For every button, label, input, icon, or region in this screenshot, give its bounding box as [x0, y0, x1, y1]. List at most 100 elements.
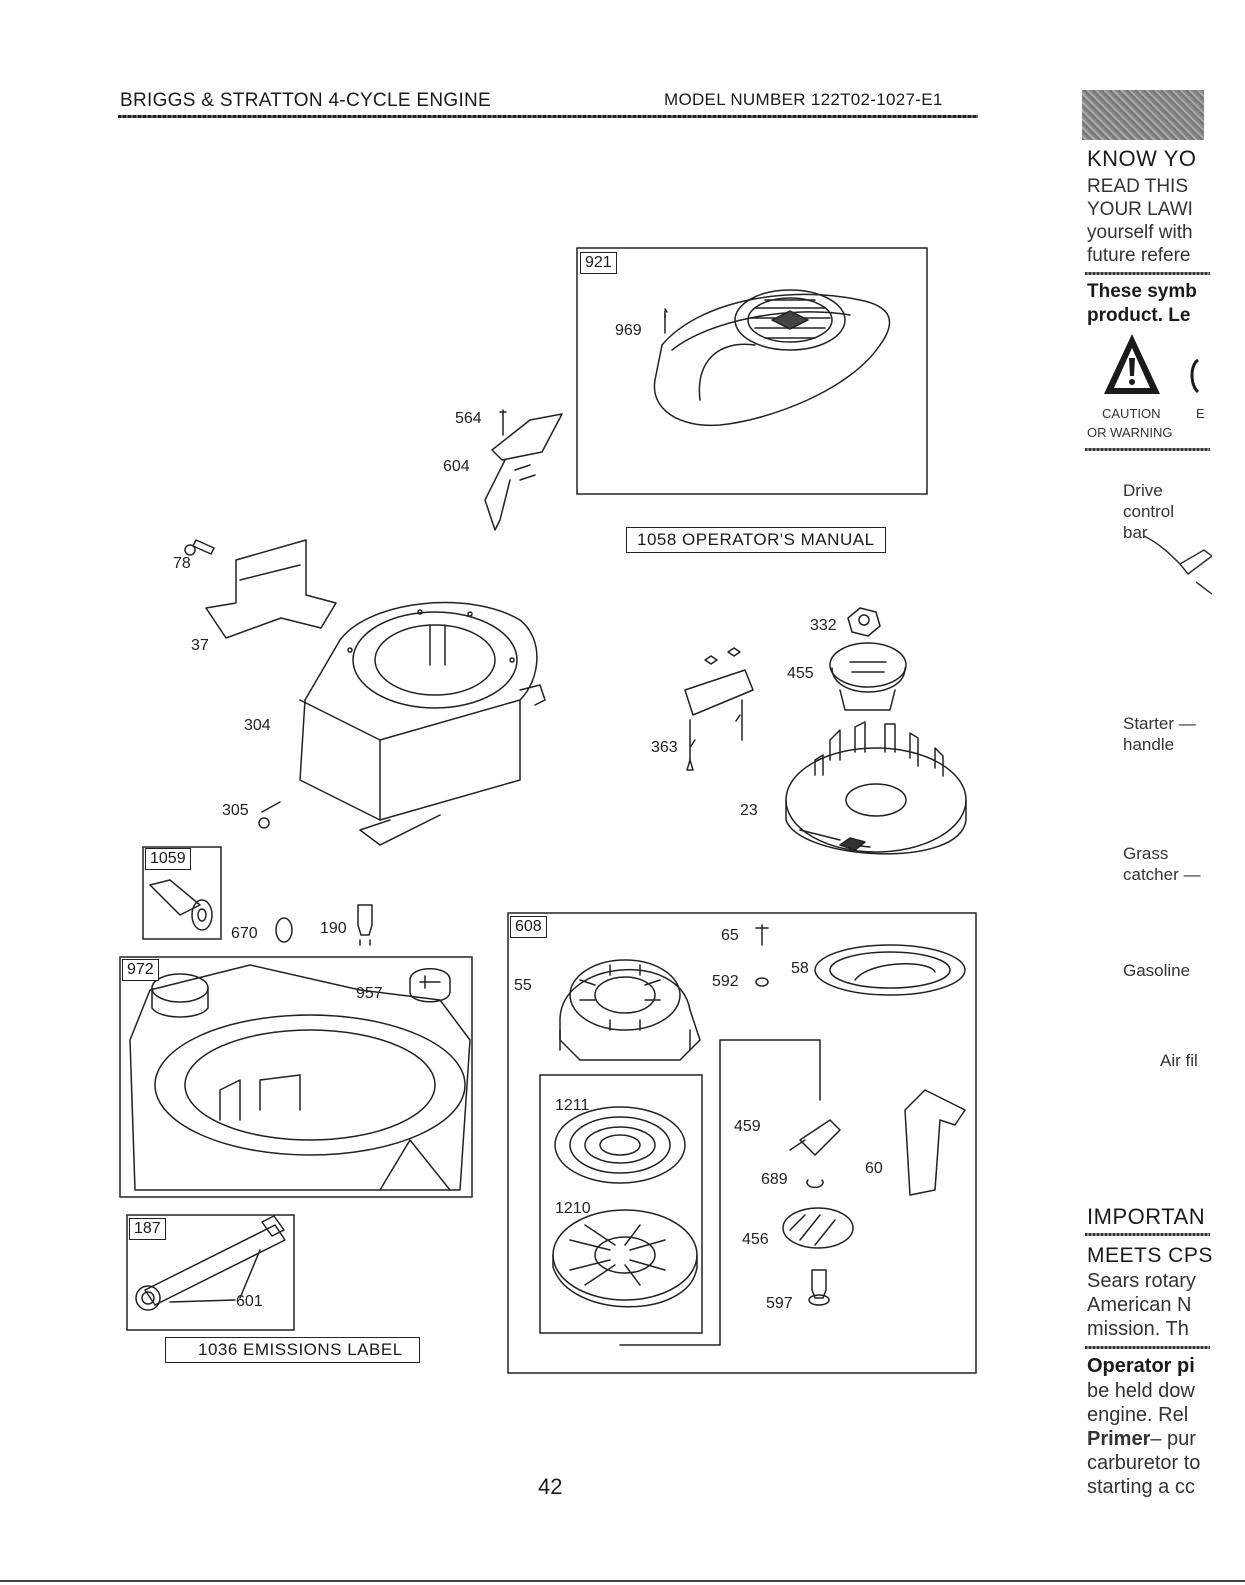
divider [1085, 1346, 1210, 1349]
primer-line: Primer– pur [1087, 1428, 1212, 1451]
callout-text: Drive [1123, 481, 1163, 500]
plug-190-drawing [358, 905, 372, 945]
mower-handle-drawing [1143, 535, 1212, 595]
callout-text: handle [1123, 735, 1175, 754]
part-number: 670 [231, 925, 258, 942]
body-line: Sears rotary [1087, 1270, 1196, 1292]
section-heading: KNOW YO [1087, 146, 1197, 171]
caution-label: CAUTION [1102, 406, 1161, 421]
model-number: MODEL NUMBER 122T02-1027-E1 [664, 90, 943, 109]
box-label-921: 921 [580, 252, 617, 274]
box-label-187: 187 [129, 1218, 166, 1240]
part-number: 564 [455, 410, 482, 427]
starter-spring-pulley-drawing [553, 1107, 697, 1307]
callout-text: catcher — [1123, 865, 1201, 884]
callout-word: Starter [1123, 714, 1175, 733]
part-number: 363 [651, 739, 678, 756]
rewind-starter-drawing [560, 925, 965, 1345]
part-number: 190 [320, 920, 347, 937]
frame-1059 [143, 847, 221, 939]
part-number: 957 [356, 985, 383, 1002]
nut-and-cup-drawing [830, 608, 906, 710]
part-number: 1211 [555, 1097, 590, 1114]
callout-text: bar [1123, 523, 1148, 542]
body-line: YOUR LAWI [1087, 199, 1193, 220]
screw-305-drawing [259, 802, 280, 828]
part-number: 305 [222, 802, 249, 819]
meets-heading: MEETS CPS [1087, 1244, 1212, 1267]
divider [1085, 1233, 1210, 1236]
header-rule [118, 115, 978, 118]
body-line: yourself with [1087, 222, 1193, 243]
callout-drive: Drive control bar [1123, 480, 1174, 543]
callout-text: Starter — [1123, 714, 1196, 733]
body-line: be held dow [1087, 1380, 1195, 1402]
frame-608-inner [540, 1075, 702, 1333]
bold-line: These symb [1087, 281, 1197, 302]
blower-housing-drawing [300, 603, 545, 845]
baffle-drawing [185, 540, 336, 638]
spark-plug-boot-drawing [150, 880, 212, 930]
header-photo [1082, 90, 1204, 140]
part-number: 456 [742, 1231, 769, 1248]
bushing-670-drawing [276, 918, 292, 942]
box-label-972: 972 [122, 959, 159, 981]
part-number: 1210 [555, 1200, 591, 1217]
part-number: 58 [791, 960, 809, 977]
fuel-tank-drawing [130, 965, 470, 1190]
manual-title: BRIGGS & STRATTON 4-CYCLE ENGINE [120, 90, 492, 111]
part-number: 459 [734, 1118, 761, 1135]
warning-label: OR WARNING [1087, 425, 1173, 440]
part-number: 455 [787, 665, 814, 682]
part-number: 969 [615, 322, 642, 339]
part-number: 23 [740, 802, 758, 819]
warning-triangle-icon [1104, 334, 1200, 394]
operators-manual-label: 1058 OPERATOR'S MANUAL [626, 527, 886, 553]
part-number: 604 [443, 458, 470, 475]
page-number: 42 [538, 1474, 563, 1499]
part-number: 60 [865, 1160, 883, 1177]
air-guide-drawing [485, 410, 562, 530]
part-number: 592 [712, 973, 739, 990]
part-number: 65 [721, 927, 739, 944]
body-line: future refere [1087, 245, 1191, 266]
part-number: 332 [810, 617, 837, 634]
emissions-label: 1036 EMISSIONS LABEL [165, 1337, 420, 1363]
callout-starter: Starter — handle [1123, 713, 1196, 755]
divider [1085, 272, 1210, 275]
body-line: engine. Rel [1087, 1404, 1189, 1426]
bold-line: product. Le [1087, 305, 1191, 326]
part-number: 601 [236, 1293, 263, 1310]
callout-grass: Grass catcher — [1123, 843, 1200, 885]
part-number: 78 [173, 555, 191, 572]
part-number: 37 [191, 637, 209, 654]
part-number: 689 [761, 1171, 788, 1188]
body-line: starting a cc [1087, 1476, 1195, 1498]
body-line: READ THIS [1087, 176, 1189, 197]
part-number: 304 [244, 717, 271, 734]
body-line: American N [1087, 1294, 1192, 1316]
caution-label-cut: E [1196, 406, 1205, 421]
body-line: carburetor to [1087, 1452, 1201, 1474]
part-number: 55 [514, 977, 532, 994]
callout-air-filter: Air fil [1160, 1051, 1198, 1070]
primer-text: – pur [1150, 1428, 1196, 1450]
callout-gasoline: Gasoline [1123, 961, 1191, 980]
fuel-line-drawing [136, 1216, 285, 1310]
frame-921 [577, 248, 927, 494]
flywheel-drawing [786, 722, 966, 854]
box-label-1059: 1059 [145, 848, 191, 870]
callout-text: control [1123, 502, 1175, 521]
frame-187 [127, 1215, 294, 1330]
body-line: mission. Th [1087, 1318, 1189, 1340]
blower-housing-cover-drawing [654, 290, 889, 425]
callout-text: Grass [1123, 844, 1169, 863]
frame-608 [508, 913, 976, 1373]
important-heading: IMPORTAN [1087, 1204, 1206, 1229]
callout-word: catcher [1123, 865, 1179, 884]
page-edge-rule [0, 1580, 1245, 1582]
divider [1085, 448, 1210, 451]
box-label-608: 608 [510, 916, 547, 938]
part-number: 597 [766, 1295, 793, 1312]
